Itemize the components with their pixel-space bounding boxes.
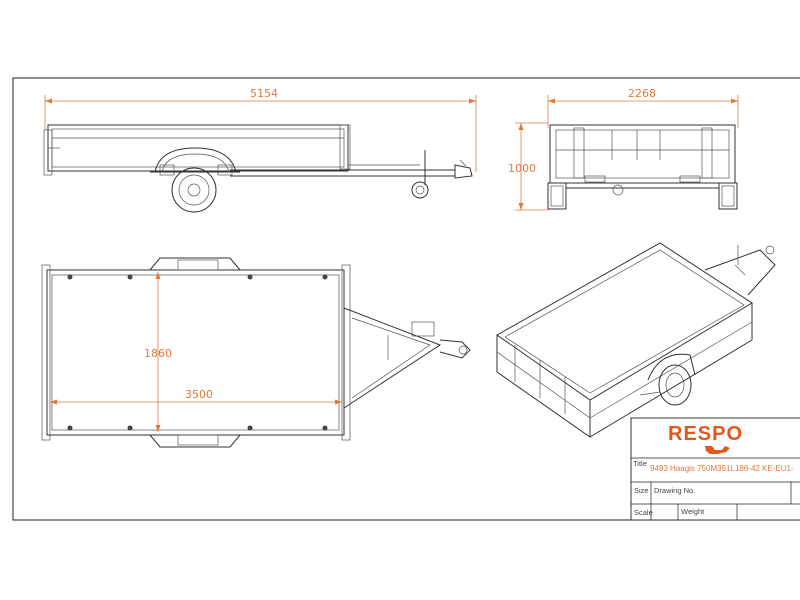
dimension-top-width: 1860 [144, 347, 172, 360]
title-label: Title [633, 459, 647, 468]
sheet-border [12, 77, 800, 521]
dimension-front-height: 1000 [508, 162, 536, 175]
dimension-top-length: 3500 [185, 388, 213, 401]
top-view: 1860 3500 [41, 257, 471, 448]
scale-label: Scale [634, 508, 653, 517]
isometric-view [496, 242, 776, 438]
drawing-no-label: Drawing No. [654, 486, 695, 495]
dimension-side-length: 5154 [250, 87, 278, 100]
title-block: RESPO Title 9493 Haagis 750M351L186-42 K… [630, 417, 800, 521]
front-view: 2268 1000 [508, 87, 739, 211]
dimension-front-width: 2268 [628, 87, 656, 100]
weight-label: Weight [681, 507, 705, 516]
title-value: 9493 Haagis 750M351L186-42 KE-EU1- [650, 464, 794, 473]
side-view: 5154 [43, 87, 477, 213]
bull-logo-icon [705, 446, 730, 454]
size-label: Size [634, 486, 649, 495]
brand-logo-text: RESPO [668, 423, 743, 445]
